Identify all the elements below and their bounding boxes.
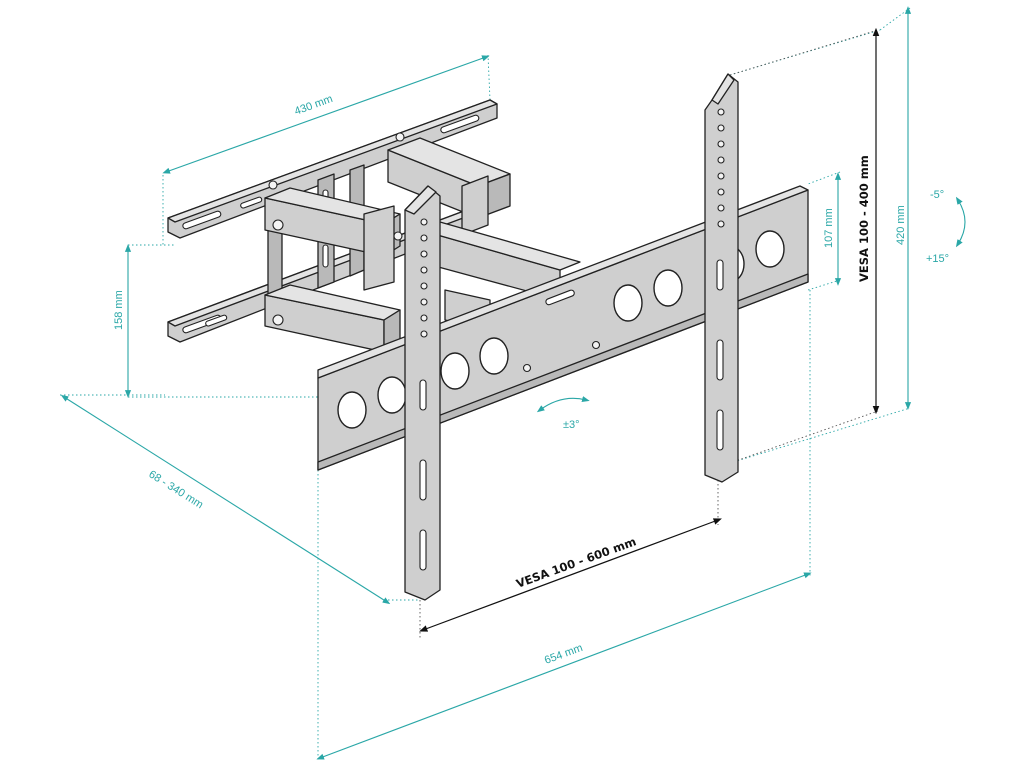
vesa-dimension-lines [419,27,880,632]
tilt-up-label: -5° [930,189,944,201]
left-tv-bracket [404,185,441,601]
dimension-lines [60,6,966,760]
right-tv-bracket [704,73,739,483]
vesa-vertical-label: VESA 100 - 400 mm [857,155,871,282]
swivel-label: ±3° [563,419,580,431]
vesa-horizontal-label: VESA 100 - 600 mm [514,534,638,590]
rail-height-label: 107 mm [823,208,835,248]
total-height-label: 420 mm [895,205,907,245]
wall-plate-height-label: 158 mm [113,290,125,330]
tilt-down-label: +15° [926,253,949,265]
total-width-label: 654 mm [543,642,584,667]
arm-extension-label: 68 - 340 mm [146,468,205,511]
